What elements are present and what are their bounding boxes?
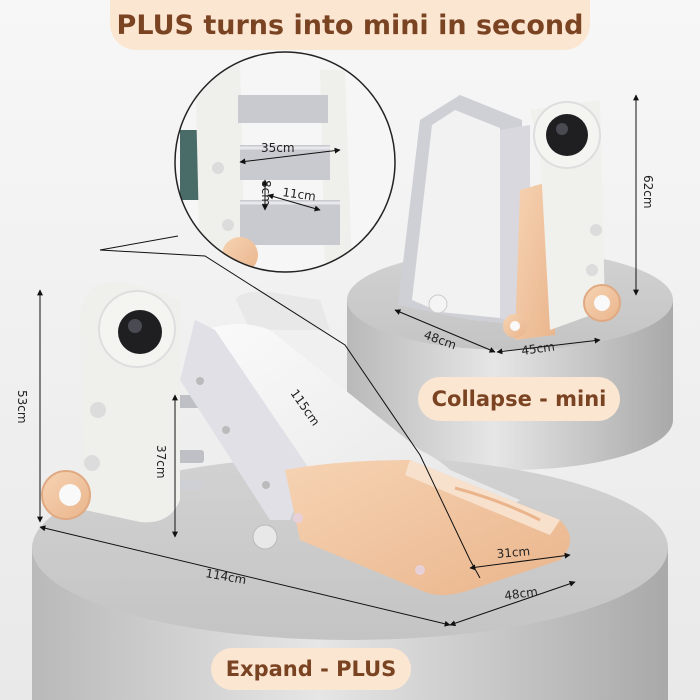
dim-slide-width: 31cm: [496, 544, 531, 561]
dimension-lines: [37, 94, 639, 627]
plus-slide: [41, 282, 570, 595]
zoom-detail: [174, 51, 396, 273]
dim-ladder-step-width: 35cm: [261, 141, 295, 155]
headline-banner: PLUS turns into mini in second: [110, 0, 590, 50]
dim-mini-height: 62cm: [641, 175, 655, 209]
expand-plus-label: Expand - PLUS: [211, 648, 411, 690]
dim-platform-height: 37cm: [154, 445, 168, 479]
dim-plus-width: 48cm: [503, 584, 538, 603]
dim-ladder-step-height: 8cm: [259, 180, 273, 206]
dim-plus-height: 53cm: [15, 390, 29, 424]
dim-mini-width: 45cm: [520, 339, 555, 358]
dim-ladder-step-depth: 11cm: [282, 185, 317, 204]
collapse-mini-label: Collapse - mini: [418, 377, 620, 421]
mini-slide: [398, 95, 621, 340]
